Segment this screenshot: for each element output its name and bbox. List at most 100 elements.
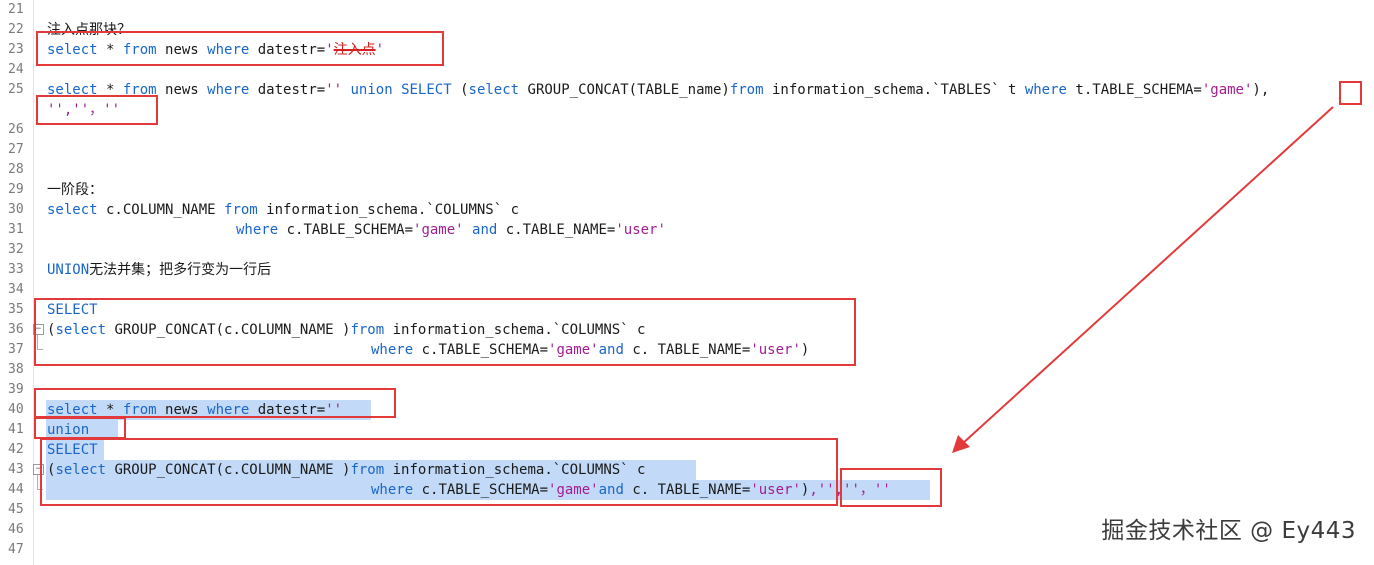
code-text: news — [156, 402, 208, 418]
selection-line-43 — [46, 460, 696, 480]
code-text: ) — [800, 342, 810, 358]
line-26: 26 — [0, 120, 1374, 140]
line-21: 21 — [0, 0, 1374, 20]
keyword: select — [47, 202, 98, 218]
code-line-35: SELECT — [47, 302, 98, 318]
line-43: 43 — [0, 460, 1374, 480]
code-text: * — [97, 402, 123, 418]
code-text: c.TABLE_SCHEMA= — [413, 482, 549, 498]
string-literal: 'game' — [548, 342, 599, 358]
keyword: SELECT — [401, 82, 452, 98]
code-text: GROUP_CONCAT(c.COLUMN_NAME ) — [106, 462, 351, 478]
keyword: and — [598, 482, 624, 498]
line-45: 45 — [0, 500, 1374, 520]
keyword: from — [122, 402, 157, 418]
string-literal: ' — [375, 42, 385, 58]
line-number: 36 — [8, 322, 24, 337]
annotation-box-subquery — [34, 298, 856, 366]
injection-point-text: 注入点 — [333, 42, 376, 58]
selection-line-41 — [46, 420, 118, 440]
line-number: 35 — [8, 302, 24, 317]
line-27: 27 — [0, 140, 1374, 160]
line-29: 29 — [0, 180, 1374, 200]
line-number: 28 — [8, 162, 24, 177]
code-text: datestr= — [249, 82, 326, 98]
line-30: 30 — [0, 200, 1374, 220]
string-literal: 'game' — [548, 482, 599, 498]
code-text: datestr= — [249, 402, 326, 418]
line-number-gutter — [0, 0, 34, 565]
code-line-25: select * from news where datestr='' unio… — [47, 80, 1269, 100]
fold-guide — [37, 335, 38, 349]
watermark: 掘金技术社区 @ Ey443 — [1101, 518, 1356, 544]
line-32: 32 — [0, 240, 1374, 260]
line-number: 38 — [8, 362, 24, 377]
code-text: information_schema.`COLUMNS` c — [384, 322, 646, 338]
string-literal: ' — [325, 42, 334, 58]
line-31: 31 — [0, 220, 1374, 240]
keyword: select — [47, 82, 98, 98]
code-text: news — [156, 82, 208, 98]
code-text: ( — [451, 82, 469, 98]
line-number: 21 — [8, 2, 24, 17]
line-46: 46 — [0, 520, 1374, 540]
line-number: 27 — [8, 142, 24, 157]
string-literal: '' — [325, 82, 343, 98]
line-number: 23 — [8, 42, 24, 57]
code-text: GROUP_CONCAT(TABLE_name) — [519, 82, 730, 98]
keyword: from — [224, 202, 258, 218]
line-number: 34 — [8, 282, 24, 297]
annotation-box-line40 — [34, 388, 396, 418]
line-number: 37 — [8, 342, 24, 357]
keyword: where — [207, 42, 250, 58]
line-35: 35 — [0, 300, 1374, 320]
keyword: select — [55, 462, 107, 478]
keyword: from — [350, 322, 385, 338]
code-text: ( — [47, 322, 56, 338]
line-number: 44 — [8, 482, 24, 497]
line-42: 42 — [0, 440, 1374, 460]
line-44: 44 — [0, 480, 1374, 500]
keyword: where — [236, 222, 279, 238]
keyword: select — [55, 322, 107, 338]
code-text: t.TABLE_SCHEMA= — [1066, 82, 1202, 98]
keyword: from — [729, 82, 764, 98]
line-39: 39 — [0, 380, 1374, 400]
line-number: 41 — [8, 422, 24, 437]
line-number: 26 — [8, 122, 24, 137]
line-number: 22 — [8, 22, 24, 37]
code-line-44: where c.TABLE_SCHEMA='game'and c. TABLE_… — [371, 480, 891, 500]
fold-toggle-icon[interactable]: − — [33, 464, 44, 475]
keyword: where — [207, 402, 250, 418]
fold-toggle-icon[interactable]: − — [33, 324, 44, 335]
line-number: 45 — [8, 502, 24, 517]
fold-end — [37, 349, 43, 350]
annotation-box-union — [34, 417, 126, 439]
string-literal: 'user' — [750, 342, 801, 358]
comment-text: 无法并集；把多行变为一行后 — [89, 262, 272, 278]
keyword: select — [47, 42, 98, 58]
line-28: 28 — [0, 160, 1374, 180]
code-text: GROUP_CONCAT(c.COLUMN_NAME ) — [106, 322, 351, 338]
line-number: 25 — [8, 82, 24, 97]
keyword: from — [122, 42, 157, 58]
line-37: 37 — [0, 340, 1374, 360]
line-number: 24 — [8, 62, 24, 77]
code-line-36: (select GROUP_CONCAT(c.COLUMN_NAME )from… — [47, 320, 645, 340]
selection-line-44 — [46, 480, 930, 500]
code-line-31: where c.TABLE_SCHEMA='game' and c.TABLE_… — [236, 220, 666, 240]
line-number: 42 — [8, 442, 24, 457]
code-text: * — [97, 42, 123, 58]
line-number: 47 — [8, 542, 24, 557]
annotation-box-trailing-values — [840, 468, 942, 507]
code-line-22: 注入点那块？ — [47, 22, 131, 38]
line-number: 29 — [8, 182, 24, 197]
code-text: c. TABLE_NAME= — [623, 482, 751, 498]
keyword: from — [122, 82, 157, 98]
code-text: information_schema.`COLUMNS` c — [384, 462, 646, 478]
line-24: 24 — [0, 60, 1374, 80]
keyword: where — [371, 482, 414, 498]
code-line-42: SELECT — [47, 442, 98, 458]
line-25: 25 — [0, 80, 1374, 100]
line-number: 43 — [8, 462, 24, 477]
